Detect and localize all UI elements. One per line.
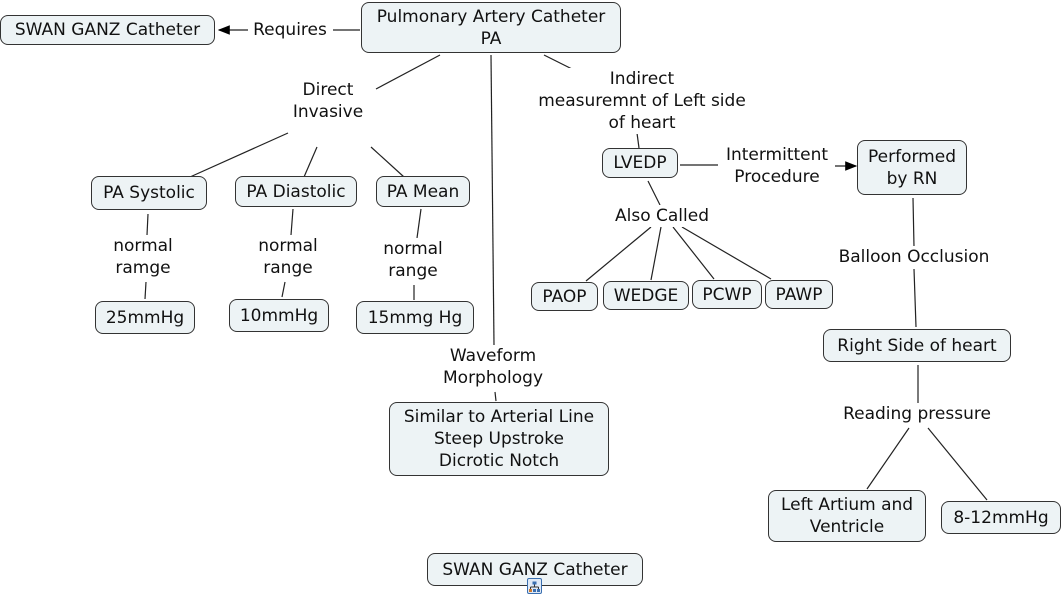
concept-10mmhg[interactable]: 10mmHg [229, 299, 329, 332]
link-direct-invasive: Direct Invasive [292, 79, 364, 123]
link-normal-range-diastolic: normal range [258, 235, 318, 279]
concept-pa-systolic[interactable]: PA Systolic [91, 176, 207, 210]
link-waveform-morphology: Waveform Morphology [443, 345, 543, 389]
link-indirect-measurement: Indirect measuremnt of Left side of hear… [538, 68, 746, 134]
concept-left-atrium-ventricle[interactable]: Left Artium and Ventricle [768, 490, 926, 542]
concept-pawp[interactable]: PAWP [765, 280, 833, 309]
concept-lvedp[interactable]: LVEDP [602, 148, 678, 178]
concept-8-12mmhg[interactable]: 8-12mmHg [941, 501, 1061, 534]
concept-15mmg-hg[interactable]: 15mmg Hg [356, 301, 474, 334]
concept-pcwp[interactable]: PCWP [692, 280, 762, 309]
concept-paop[interactable]: PAOP [531, 282, 598, 311]
concept-right-side-of-heart[interactable]: Right Side of heart [823, 329, 1011, 362]
concept-performed-by-rn[interactable]: Performed by RN [857, 140, 967, 195]
link-normal-range-mean: normal range [383, 238, 443, 282]
submap-icon[interactable] [527, 578, 542, 594]
link-requires: Requires [253, 19, 327, 41]
link-also-called: Also Called [615, 205, 709, 227]
concept-waveform-description[interactable]: Similar to Arterial Line Steep Upstroke … [389, 402, 609, 476]
link-intermittent-procedure: Intermittent Procedure [725, 144, 829, 188]
concept-pa-diastolic[interactable]: PA Diastolic [235, 176, 357, 207]
concept-swan-ganz-top[interactable]: SWAN GANZ Catheter [0, 15, 215, 45]
concept-25mmhg[interactable]: 25mmHg [95, 301, 195, 334]
concept-swan-ganz-bottom[interactable]: SWAN GANZ Catheter [427, 553, 643, 586]
concept-pa-mean[interactable]: PA Mean [376, 176, 470, 207]
link-normal-ramge: normal ramge [113, 235, 173, 279]
concept-wedge[interactable]: WEDGE [603, 281, 689, 310]
link-reading-pressure: Reading pressure [843, 403, 991, 425]
concept-pulmonary-artery-catheter[interactable]: Pulmonary Artery Catheter PA [361, 2, 621, 53]
link-balloon-occlusion: Balloon Occlusion [838, 246, 990, 268]
